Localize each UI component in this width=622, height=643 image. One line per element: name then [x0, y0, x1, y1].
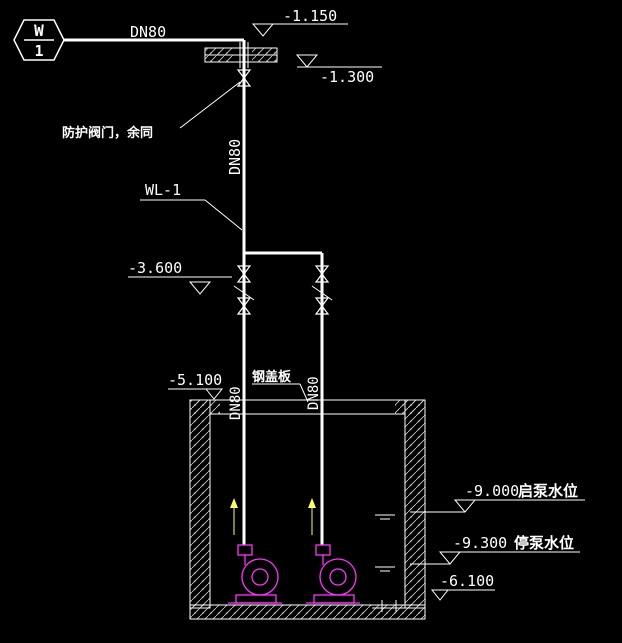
badge-number: 1 [34, 42, 43, 60]
elevation-top-upper: -1.150 [251, 7, 348, 37]
wall-sleeve [204, 42, 278, 68]
elevation-valve-branch-text: -3.600 [128, 259, 182, 277]
flow-arrow-right [308, 498, 316, 535]
sump-detail [372, 600, 410, 612]
stop-pump-level-label: 停泵水位 [514, 534, 574, 552]
elevation-top-lower: -1.300 [295, 54, 382, 86]
main-pipe-label: DN80 [130, 23, 166, 41]
pump-pit [189, 399, 426, 620]
protection-valve [236, 69, 252, 87]
elevation-pit-top: -5.100 [168, 371, 224, 400]
cover-plate-label: 钢盖板 [252, 369, 292, 385]
badge-letter: W [34, 21, 44, 40]
elevation-valve-branch: -3.600 [128, 259, 232, 295]
elevation-stop-level: -9.300 停泵水位 [410, 534, 580, 565]
pump-right [306, 544, 360, 604]
left-valve-group [233, 265, 255, 315]
pump-left [228, 544, 282, 604]
elevation-stop-level-text: -9.300 [453, 534, 507, 552]
w1-badge: W 1 [13, 19, 65, 61]
flow-arrow-left [230, 498, 238, 535]
elevation-top-upper-text: -1.150 [283, 7, 337, 25]
pump-right-label: DN80 [306, 376, 322, 410]
pump-left-label: DN80 [228, 386, 244, 420]
valve-note: 防护阀门，余同 [62, 125, 153, 141]
elevation-top-lower-text: -1.300 [320, 68, 374, 86]
elevation-pit-bottom-text: -6.100 [440, 572, 494, 590]
right-valve-group [311, 265, 333, 315]
elevation-pit-bottom: -6.100 [430, 572, 495, 601]
riser-label: DN80 [226, 139, 244, 175]
line-tag: WL-1 [145, 181, 181, 199]
elevation-start-level-text: -9.000 [465, 482, 519, 500]
elevation-start-level: -9.000 启泵水位 [410, 482, 585, 513]
elevation-pit-top-text: -5.100 [168, 371, 222, 389]
start-pump-level-label: 启泵水位 [518, 482, 578, 500]
